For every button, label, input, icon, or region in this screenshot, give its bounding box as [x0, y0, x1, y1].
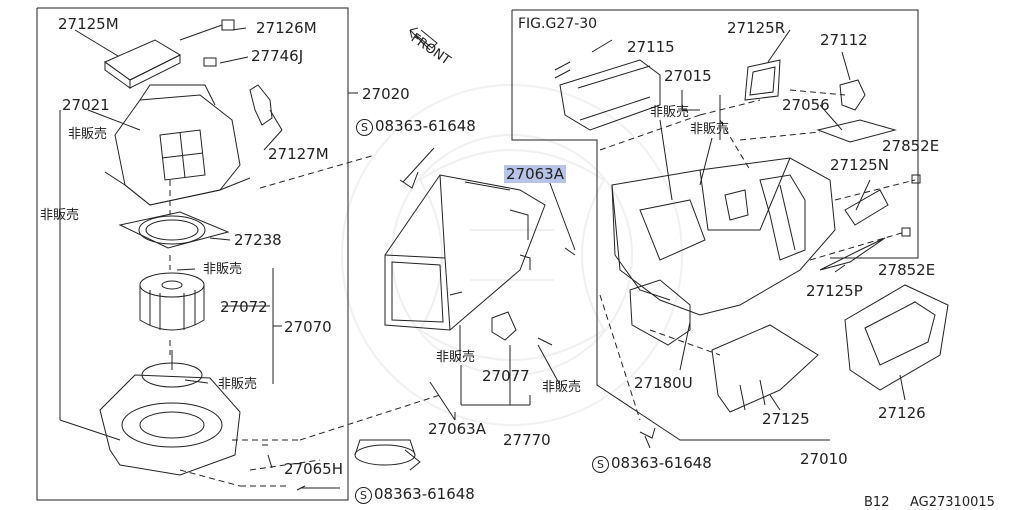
- footer-code: AG27310015: [910, 495, 995, 510]
- label-not-sold-8: 非販売: [690, 122, 730, 137]
- label-27063a-highlight: 27063A: [504, 165, 566, 183]
- label-not-sold-5: 非販売: [436, 350, 476, 365]
- label-27070: 27070: [284, 318, 332, 336]
- label-screw-mid: 08363-61648: [592, 455, 712, 473]
- front-arrow: [409, 27, 438, 51]
- label-not-sold-7: 非販売: [650, 105, 690, 120]
- heater-unit: [611, 157, 836, 316]
- label-27077: 27077: [482, 367, 530, 385]
- blower-case: [99, 374, 241, 476]
- label-screw-bot: 08363-61648: [355, 486, 475, 504]
- label-not-sold-1: 非販売: [68, 127, 108, 142]
- label-27125m: 27125M: [58, 15, 119, 33]
- label-27072: 27072: [220, 298, 268, 316]
- filter-27125m: [103, 39, 182, 89]
- label-27125p: 27125P: [806, 282, 863, 300]
- label-27112: 27112: [820, 31, 868, 49]
- label-fig-ref: FIG.G27-30: [518, 16, 598, 32]
- label-not-sold-2: 非販売: [40, 208, 80, 223]
- label-27020: 27020: [362, 85, 410, 103]
- label-27852e-bot: 27852E: [878, 261, 936, 279]
- label-27125r: 27125R: [727, 19, 786, 37]
- label-27238: 27238: [234, 231, 282, 249]
- label-27115: 27115: [627, 38, 675, 56]
- intake-housing: [104, 84, 251, 206]
- label-27021: 27021: [62, 96, 110, 114]
- label-27015: 27015: [664, 67, 712, 85]
- group-box-right: [511, 9, 919, 441]
- highlighted-part: 27063A: [504, 165, 566, 183]
- group-box-left: [36, 7, 349, 501]
- label-27746j: 27746J: [251, 47, 304, 65]
- duct-27063a: [384, 174, 576, 331]
- label-not-sold-4: 非販売: [218, 377, 258, 392]
- label-27065h: 27065H: [284, 460, 343, 478]
- hose-clamp: [354, 439, 421, 471]
- label-not-sold-6: 非販売: [542, 380, 582, 395]
- gasket: [118, 211, 230, 249]
- label-27126: 27126: [878, 404, 926, 422]
- label-27125: 27125: [762, 410, 810, 428]
- label-27126m: 27126M: [256, 19, 317, 37]
- label-27063a-bottom: 27063A: [428, 420, 486, 438]
- label-27852e-top: 27852E: [882, 137, 940, 155]
- screws: [262, 147, 656, 491]
- label-27180u: 27180U: [634, 374, 693, 392]
- heater-core: [554, 59, 661, 131]
- label-27056: 27056: [782, 96, 830, 114]
- label-27127m: 27127M: [268, 145, 329, 163]
- label-screw-top: 08363-61648: [356, 118, 476, 136]
- label-27010: 27010: [800, 450, 848, 468]
- label-not-sold-3: 非販売: [203, 262, 243, 277]
- label-27125n: 27125N: [830, 156, 889, 174]
- label-27770: 27770: [503, 431, 551, 449]
- footer-model: B12: [864, 495, 890, 510]
- fan-motor: [139, 272, 205, 388]
